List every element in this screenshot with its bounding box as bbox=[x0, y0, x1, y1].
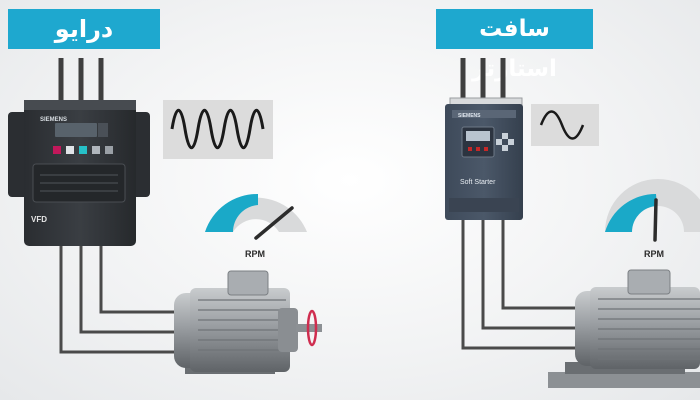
vfd-waveform bbox=[163, 100, 273, 159]
soft-starter-group: SIEMENS Soft Starter RPM bbox=[445, 58, 700, 388]
high-frequency-wave-icon bbox=[170, 108, 265, 150]
ss-motor bbox=[548, 269, 700, 388]
vfd-motor bbox=[174, 270, 322, 374]
vfd-output-wires bbox=[59, 245, 175, 354]
vfd-input-wires bbox=[58, 58, 104, 100]
ss-dpad-icon bbox=[496, 133, 514, 151]
vfd-gauge-fill bbox=[205, 193, 258, 232]
vfd-label: VFD bbox=[31, 215, 47, 224]
single-sine-wave-icon bbox=[539, 110, 585, 140]
vfd-rpm-gauge: RPM bbox=[205, 193, 307, 259]
shaft-rotation-ring-icon bbox=[306, 309, 318, 347]
soft-starter-title: سافت استارتر bbox=[436, 9, 593, 82]
ss-label: Soft Starter bbox=[460, 179, 496, 186]
drive-title: درایو bbox=[8, 9, 160, 49]
vfd-rpm-label: RPM bbox=[245, 249, 265, 259]
vfd-device: SIEMENS VFD bbox=[8, 100, 150, 246]
ss-input-wires bbox=[460, 58, 506, 103]
vfd-gauge-needle bbox=[254, 206, 294, 240]
vfd-display bbox=[55, 123, 97, 137]
vfd-keypad bbox=[53, 146, 113, 154]
ss-output-wires bbox=[461, 220, 578, 350]
ss-rpm-label: RPM bbox=[644, 249, 664, 259]
ss-gauge-fill bbox=[605, 193, 657, 232]
ss-display bbox=[466, 131, 490, 141]
ss-brand: SIEMENS bbox=[458, 113, 481, 119]
vfd-brand: SIEMENS bbox=[40, 117, 67, 123]
vfd-group: SIEMENS VFD bbox=[8, 58, 322, 374]
ss-waveform bbox=[531, 104, 599, 146]
ss-gauge-needle bbox=[653, 198, 658, 242]
ss-rpm-gauge: RPM bbox=[605, 179, 700, 259]
soft-starter-device: SIEMENS Soft Starter bbox=[445, 97, 523, 220]
